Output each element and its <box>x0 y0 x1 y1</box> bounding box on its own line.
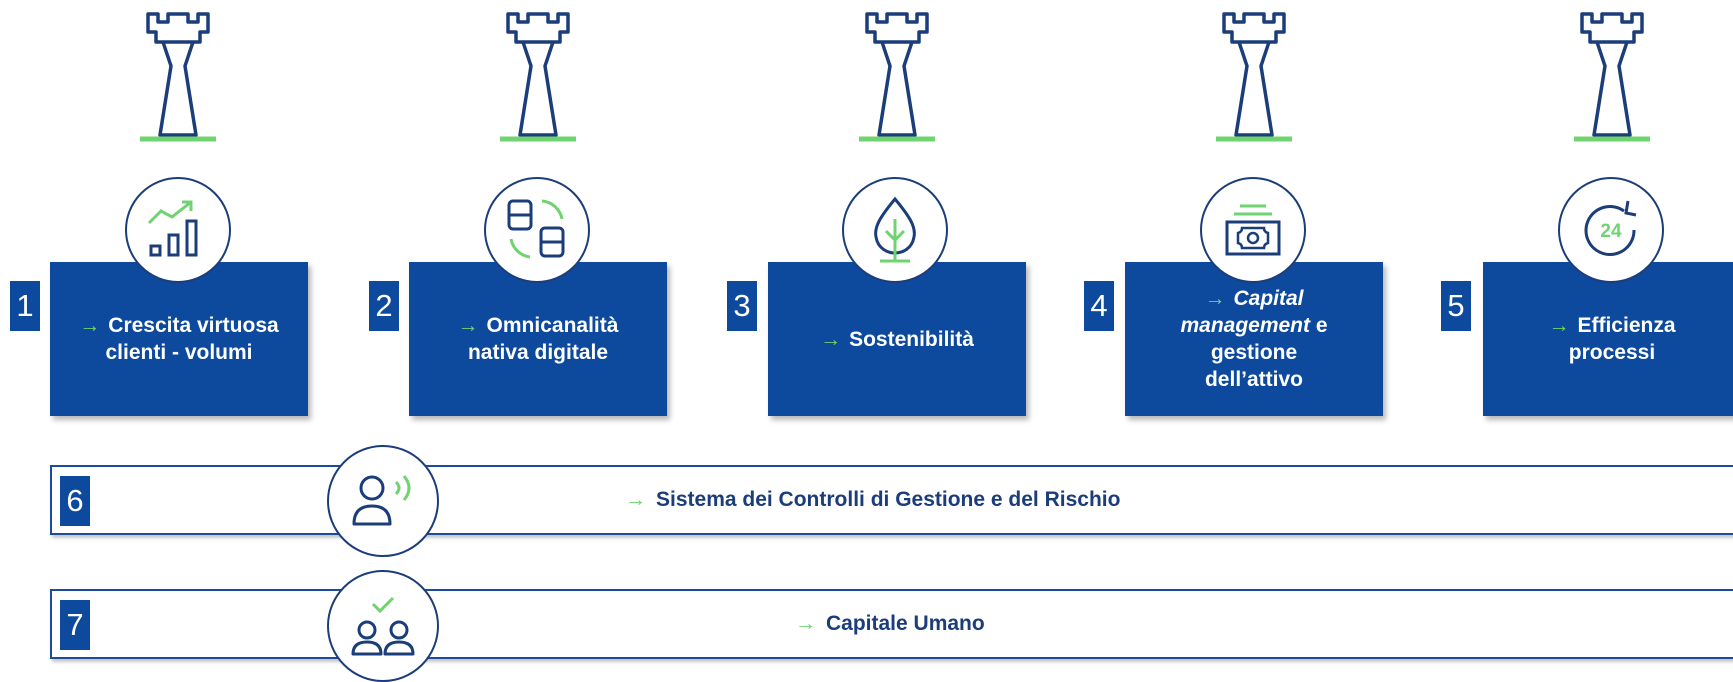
arrow-icon: → <box>457 314 479 337</box>
pillar-number: 4 <box>1084 281 1114 331</box>
pillar-box-3: → Sostenibilità <box>768 262 1026 416</box>
pillar-label-line: Efficienza <box>1577 314 1676 337</box>
growth-chart-icon <box>125 177 231 283</box>
pillar-label-line: dell’attivo <box>1204 368 1304 391</box>
pillar-label-line: processi <box>1568 341 1656 364</box>
pillar-label-line: management <box>1180 314 1311 337</box>
pillar-label-line: Capital <box>1233 287 1304 310</box>
omnichannel-devices-icon <box>484 177 590 283</box>
band-number: 7 <box>60 600 90 650</box>
arrow-icon: → <box>795 612 816 635</box>
arrow-icon: → <box>820 327 842 351</box>
pillar-box-4: → Capital management e gestione dell’atti… <box>1125 262 1383 416</box>
tower-icon <box>140 12 216 142</box>
person-broadcast-icon <box>327 445 439 557</box>
band-label: →Sistema dei Controlli di Gestione e del… <box>625 488 1121 511</box>
arrow-icon: → <box>79 314 101 337</box>
arrow-icon: → <box>625 488 646 511</box>
pillar-label-line: clienti - volumi <box>105 341 253 364</box>
pillar-box-2: → Omnicanalità nativa digitale <box>409 262 667 416</box>
arrow-icon: → <box>1204 287 1226 310</box>
pillar-number: 2 <box>369 281 399 331</box>
pillar-label-line: gestione <box>1210 341 1298 364</box>
tower-icon <box>859 12 935 142</box>
team-check-icon <box>327 570 439 682</box>
pillar-number: 5 <box>1441 281 1471 331</box>
pillar-label-line: nativa digitale <box>467 341 609 364</box>
tower-icon <box>1574 12 1650 142</box>
tower-icon <box>500 12 576 142</box>
pillar-label-line: Omnicanalità <box>486 314 619 337</box>
refresh-24-icon: 24 <box>1558 177 1664 283</box>
tower-icon <box>1216 12 1292 142</box>
pillar-label-line: Sostenibilità <box>849 327 974 351</box>
pillar-number: 3 <box>727 281 757 331</box>
pillar-number: 1 <box>10 281 40 331</box>
band-number: 6 <box>60 476 90 526</box>
banknote-icon <box>1200 177 1306 283</box>
pillar-label-line: e <box>1310 314 1328 337</box>
pillar-label-line: Crescita virtuosa <box>108 314 279 337</box>
arrow-icon: → <box>1548 314 1570 337</box>
leaf-icon <box>842 177 948 283</box>
svg-text:24: 24 <box>1600 221 1622 242</box>
pillar-box-1: → Crescita virtuosa clienti - volumi <box>50 262 308 416</box>
pillar-box-5: → Efficienza processi <box>1483 262 1733 416</box>
band-label: →Capitale Umano <box>795 612 985 635</box>
